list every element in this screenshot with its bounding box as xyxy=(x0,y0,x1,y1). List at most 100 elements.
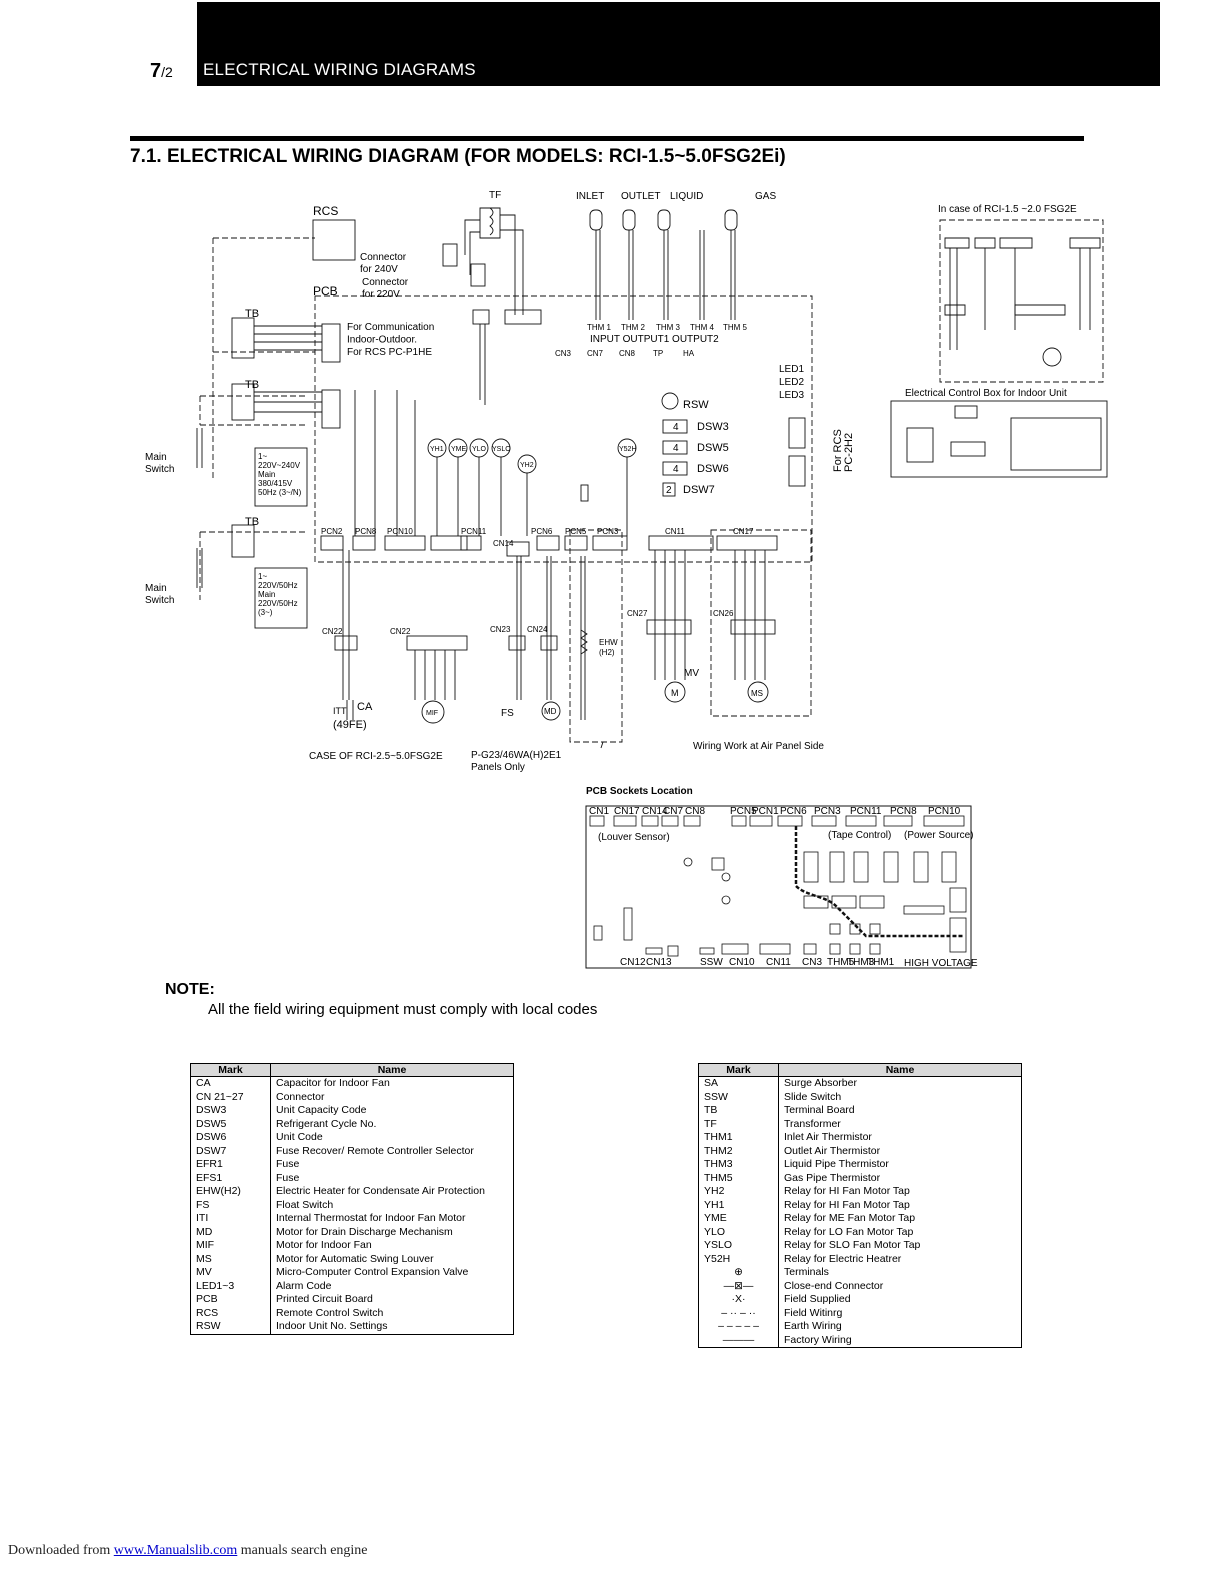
legend-mark: YLO xyxy=(698,1225,779,1239)
cn23-label: CN23 xyxy=(490,625,511,634)
legend-row: ·X·Field Supplied xyxy=(698,1293,1022,1307)
legend-mark: DSW3 xyxy=(190,1104,271,1118)
pcb-top-pcn1: PCN1 xyxy=(752,806,779,817)
legend-mark: THM2 xyxy=(698,1144,779,1158)
manualslib-link[interactable]: www.Manualslib.com xyxy=(113,1543,238,1558)
pcb-sockets-title: PCB Sockets Location xyxy=(586,786,693,797)
dsw5-value: 4 xyxy=(673,443,679,454)
mark-header: Mark xyxy=(190,1063,271,1077)
legend-name: Surge Absorber xyxy=(778,1076,1022,1091)
legend-row: – ·· – ··Field Witinrg xyxy=(698,1306,1022,1320)
led3-label: LED3 xyxy=(779,390,804,401)
pcb-top-pcn8: PCN8 xyxy=(890,806,917,817)
ha-label: HA xyxy=(683,349,695,358)
legend-name: Capacitor for Indoor Fan xyxy=(270,1076,514,1091)
legend-name: Motor for Indoor Fan xyxy=(270,1239,514,1253)
legend-mark: SA xyxy=(698,1076,779,1091)
thm3-label: THM 3 xyxy=(656,323,681,332)
inset-caption: Electrical Control Box for Indoor Unit xyxy=(905,388,1067,399)
legend-name: Field Witinrg xyxy=(778,1306,1022,1320)
itt-label: ITT xyxy=(333,706,347,716)
footer-prefix: Downloaded from xyxy=(8,1543,114,1558)
legend-mark: SSW xyxy=(698,1090,779,1104)
legend-name: Field Supplied xyxy=(778,1293,1022,1307)
tp-label: TP xyxy=(653,349,663,358)
dsw7-value: 2 xyxy=(666,485,672,496)
footer: Downloaded from www.Manualslib.com manua… xyxy=(8,1543,368,1559)
legend-name: Alarm Code xyxy=(270,1279,514,1293)
legend-name: Electric Heater for Condensate Air Prote… xyxy=(270,1185,514,1199)
legend-name: Earth Wiring xyxy=(778,1320,1022,1334)
legend-name: Inlet Air Thermistor xyxy=(778,1131,1022,1145)
pcb-top-cn7: CN7 xyxy=(663,806,683,817)
dsw3-label: DSW3 xyxy=(697,421,729,433)
pcb-bottom-thm3: THM3 xyxy=(847,957,875,968)
legend-mark: – – – – – xyxy=(698,1320,779,1334)
relay-yme: YME xyxy=(451,446,467,453)
legend-name: Relay for LO Fan Motor Tap xyxy=(778,1225,1022,1239)
pcb-top-pcn5: PCN5 xyxy=(730,806,757,817)
legend-name: Terminals xyxy=(778,1266,1022,1280)
49fe-label: (49FE) xyxy=(333,719,367,731)
pcn10-label: PCN10 xyxy=(387,527,413,536)
tb-label-3: TB xyxy=(245,516,259,528)
legend-mark: EFS1 xyxy=(190,1171,271,1185)
legend-name: Close-end Connector xyxy=(778,1279,1022,1293)
tb-label-2: TB xyxy=(245,379,259,391)
pcb-top-cn8: CN8 xyxy=(685,806,705,817)
rcs-label: RCS xyxy=(313,204,338,218)
relay-yh1: YH1 xyxy=(430,446,444,453)
pcb-top-cn14: CN14 xyxy=(642,806,668,817)
tape-control-label: (Tape Control) xyxy=(828,830,891,841)
pcb-top-pcn10: PCN10 xyxy=(928,806,961,817)
cn17-label: CN17 xyxy=(733,527,754,536)
case-label: CASE OF RCI-2.5~5.0FSG2E xyxy=(309,751,443,762)
name-header: Name xyxy=(270,1063,514,1077)
thm1-label: THM 1 xyxy=(587,323,612,332)
pcn3-label: PCN3 xyxy=(597,527,619,536)
legend-mark: YME xyxy=(698,1212,779,1226)
legend-mark: TB xyxy=(698,1104,779,1118)
legend-name: Connector xyxy=(270,1090,514,1104)
legend-name: Motor for Automatic Swing Louver xyxy=(270,1252,514,1266)
legend-name: Liquid Pipe Thermistor xyxy=(778,1158,1022,1172)
legend-name: Fuse xyxy=(270,1158,514,1172)
legend-mark: DSW5 xyxy=(190,1117,271,1131)
pcn2-label: PCN2 xyxy=(321,527,343,536)
legend-name: Relay for HI Fan Motor Tap xyxy=(778,1198,1022,1212)
cn24-label: CN24 xyxy=(527,625,548,634)
legend-mark: MV xyxy=(190,1266,271,1280)
legend-name: Internal Thermostat for Indoor Fan Motor xyxy=(270,1212,514,1226)
section-rule xyxy=(130,136,1084,141)
legend-row: ⊕Terminals xyxy=(698,1266,1022,1280)
relay-yslo: YSLO xyxy=(492,446,511,453)
legend-name: Relay for Electric Heatrer xyxy=(778,1252,1022,1266)
pcb-top-pcn6: PCN6 xyxy=(780,806,807,817)
led2-label: LED2 xyxy=(779,377,804,388)
legend-mark: DSW7 xyxy=(190,1144,271,1158)
rsw-label: RSW xyxy=(683,399,709,411)
legend-name: Terminal Board xyxy=(778,1104,1022,1118)
legend-row: – – – – –Earth Wiring xyxy=(698,1320,1022,1334)
cn22-label-1: CN22 xyxy=(322,627,343,636)
pcb-top-pcn11: PCN11 xyxy=(850,806,882,817)
legend-mark: RCS xyxy=(190,1306,271,1320)
thm4-label: THM 4 xyxy=(690,323,715,332)
legend-mark: FS xyxy=(190,1198,271,1212)
pcn6-label: PCN6 xyxy=(531,527,553,536)
legend-mark: ·X· xyxy=(698,1293,779,1307)
legend-name: Indoor Unit No. Settings xyxy=(270,1320,514,1335)
